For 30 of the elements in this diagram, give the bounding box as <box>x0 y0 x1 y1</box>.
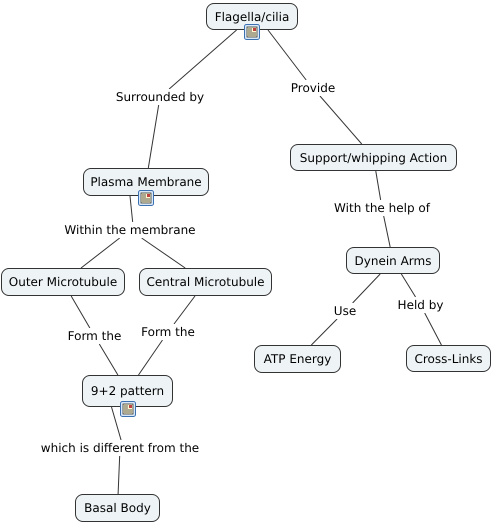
connector-line <box>138 340 163 376</box>
connector-line <box>148 104 160 168</box>
concept-box: ATP Energy <box>254 345 341 373</box>
connector-line <box>111 406 122 440</box>
connector-line <box>168 30 238 90</box>
connector-line <box>141 238 186 268</box>
connector-line <box>352 274 381 304</box>
connector-line <box>98 344 118 376</box>
connector-line <box>80 238 120 268</box>
connector-line <box>268 30 307 80</box>
connector-line <box>310 318 338 346</box>
connector-line <box>424 312 442 346</box>
concept-box: Central Microtubule <box>139 268 272 296</box>
concept-box: Outer Microtubule <box>1 268 125 296</box>
connector-line <box>375 170 382 200</box>
concept-box: Plasma Membrane <box>83 168 209 196</box>
linking-phrase: Within the membrane <box>62 222 198 238</box>
concept-box: Support/whipping Action <box>290 144 457 171</box>
concept-box: Cross-Links <box>406 345 491 372</box>
connector-line <box>130 196 134 222</box>
connector-line <box>118 456 120 494</box>
concept-box: Flagella/cilia <box>206 3 298 30</box>
concept-box: 9+2 pattern <box>82 375 173 407</box>
connector-line <box>383 216 391 248</box>
connector-line <box>70 296 90 328</box>
connector-line <box>174 296 196 324</box>
connector-line <box>400 274 416 298</box>
connector-line <box>319 96 362 144</box>
concept-box: Dynein Arms <box>346 247 440 274</box>
concept-box: Basal Body <box>75 494 160 522</box>
